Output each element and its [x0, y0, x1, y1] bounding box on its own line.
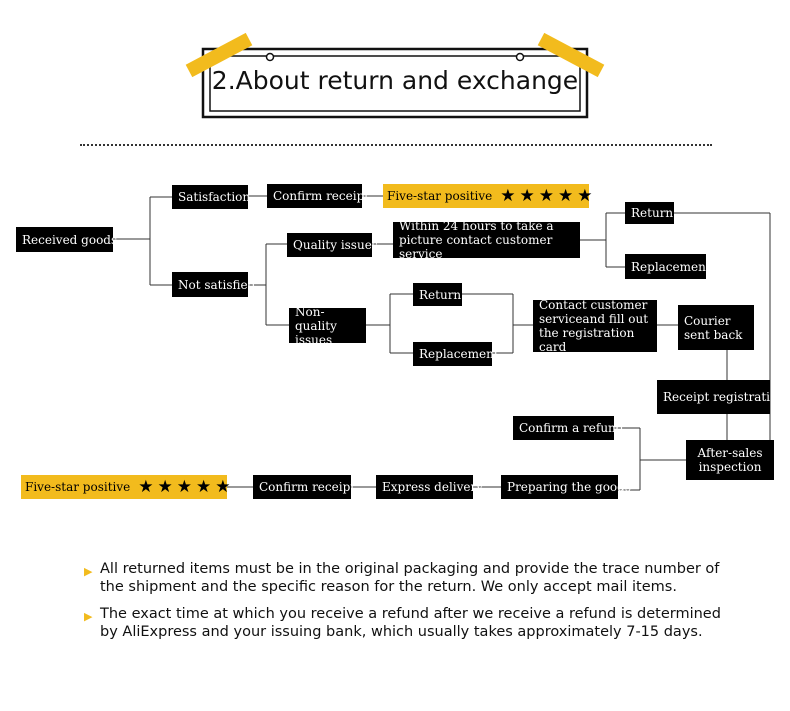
node-within-24-hours: Within 24 hours to take a picture contac…: [393, 219, 580, 261]
node-replacement-top: Replacement: [625, 254, 711, 279]
page-title: 2.About return and exchange: [211, 66, 579, 95]
node-confirm-receipt-bottom: Confirm receipt: [253, 475, 355, 499]
bullet-triangle-icon: ▶: [84, 565, 93, 578]
node-confirm-receipt-top: Confirm receipt: [267, 184, 369, 208]
node-return-top: Return: [625, 202, 674, 224]
node-received-goods: Received goods: [16, 227, 117, 252]
node-after-sales-inspection: After-sales inspection: [686, 440, 774, 480]
node-five-star-top: Five-star positive ★★★★★: [383, 184, 592, 208]
five-star-label-bottom: Five-star positive: [25, 480, 131, 494]
five-star-label-top: Five-star positive: [387, 189, 493, 203]
star-icon: ★★★★★: [500, 185, 597, 206]
bullet-triangle-icon: ▶: [84, 610, 93, 623]
title-banner-frame: [185, 32, 605, 119]
note-item: ▶ The exact time at which you receive a …: [84, 605, 724, 641]
node-not-satisfied: Not satisfied: [172, 272, 255, 297]
notes-list: ▶ All returned items must be in the orig…: [84, 560, 724, 650]
dotted-divider: [80, 144, 712, 146]
node-five-star-bottom: Five-star positive ★★★★★: [21, 475, 230, 499]
star-icon: ★★★★★: [138, 476, 235, 497]
node-satisfaction: Satisfaction: [172, 185, 250, 209]
node-express-delivery: Express delivery: [376, 475, 483, 499]
node-preparing-goods: Preparing the goods: [501, 475, 631, 499]
note-text: The exact time at which you receive a re…: [100, 606, 721, 640]
node-courier-sent-back: Courier sent back: [678, 305, 754, 350]
node-non-quality-issues: Non-quality issues: [289, 305, 366, 347]
node-contact-customer-service: Contact customer serviceand fill out the…: [533, 298, 657, 354]
node-replacement-mid: Replacement: [413, 342, 499, 366]
note-text: All returned items must be in the origin…: [100, 561, 720, 595]
node-return-mid: Return: [413, 283, 462, 306]
note-item: ▶ All returned items must be in the orig…: [84, 560, 724, 596]
node-receipt-registration: Receipt registration: [657, 380, 785, 414]
node-quality-issues: Quality issues: [287, 233, 378, 257]
node-confirm-refund: Confirm a refund: [513, 416, 623, 440]
